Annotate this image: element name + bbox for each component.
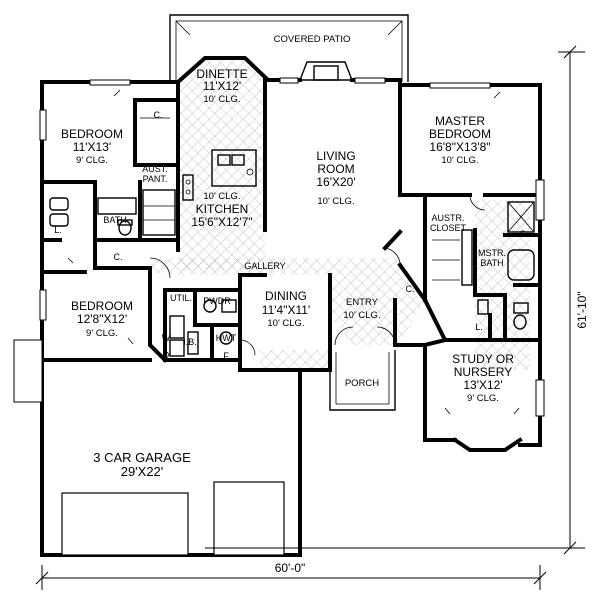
bedroom2-ceiling: 9' CLG. bbox=[86, 328, 118, 339]
covered-patio-label: COVERED PATIO bbox=[274, 34, 351, 45]
study-name1: STUDY OR bbox=[452, 352, 514, 366]
room-labels: COVERED PATIO DINETTE 11'X12' 10' CLG. B… bbox=[54, 34, 589, 575]
kitchen-size: 15'6"X12'7" bbox=[191, 215, 252, 229]
master-name1: MASTER bbox=[435, 114, 485, 128]
garage-size: 29'X22' bbox=[121, 464, 164, 479]
covered-patio-outline bbox=[169, 14, 409, 82]
entry-name: ENTRY bbox=[346, 297, 379, 308]
fixtures bbox=[49, 117, 535, 357]
dinette-size: 11'X12' bbox=[203, 79, 241, 93]
kitchen-ceiling: 10' CLG. bbox=[203, 191, 240, 202]
dining-name: DINING bbox=[265, 289, 307, 303]
master-name2: BEDROOM bbox=[429, 127, 491, 141]
f-label: F bbox=[223, 351, 229, 361]
dimension-lines bbox=[35, 45, 585, 590]
bedroom1-size: 11'X13' bbox=[73, 140, 111, 154]
austr-closet-line2: CLOSET bbox=[430, 223, 467, 233]
depth-dimension: 61'-10" bbox=[575, 291, 589, 328]
gallery-label: GALLERY bbox=[244, 261, 285, 271]
bedroom2-size: 12'8"X12' bbox=[77, 312, 127, 326]
living-name2: ROOM bbox=[317, 162, 354, 176]
closet-l-1: L. bbox=[54, 225, 62, 235]
dinette-name: DINETTE bbox=[196, 67, 247, 81]
closet-c-4: C. bbox=[406, 284, 415, 294]
aust-pant-line1: AUST. bbox=[142, 164, 168, 174]
bedroom1-name: BEDROOM bbox=[61, 127, 123, 141]
bedroom2-name: BEDROOM bbox=[71, 299, 133, 313]
garage-doors bbox=[61, 481, 285, 556]
util-label: UTIL. bbox=[170, 293, 192, 303]
hwt-label: HWT bbox=[216, 333, 237, 343]
s-label: S. bbox=[520, 229, 529, 239]
dining-size: 11'4"X11' bbox=[262, 303, 310, 317]
living-name1: LIVING bbox=[316, 149, 355, 163]
closet-c-2: C. bbox=[114, 252, 123, 262]
width-dimension: 60'-0" bbox=[275, 561, 306, 575]
study-size: 13'X12' bbox=[463, 378, 502, 392]
bedroom1-ceiling: 9' CLG. bbox=[76, 155, 108, 166]
dining-ceiling: 10' CLG. bbox=[267, 318, 304, 329]
austr-closet-line1: AUSTR. bbox=[431, 213, 464, 223]
windows bbox=[13, 77, 545, 417]
master-size: 16'8"X13'8" bbox=[429, 140, 490, 154]
w-label: W bbox=[162, 333, 171, 343]
d-label: D bbox=[163, 350, 170, 360]
porch-label: PORCH bbox=[345, 378, 379, 389]
entry-ceiling: 10' CLG. bbox=[343, 310, 380, 321]
fireplace bbox=[298, 61, 354, 81]
study-name2: NURSERY bbox=[454, 365, 512, 379]
bath-label: BATH bbox=[103, 215, 126, 225]
closet-l-2: L. bbox=[475, 322, 483, 332]
kitchen-name: KITCHEN bbox=[196, 202, 249, 216]
pwdr-label: PWDR bbox=[203, 296, 231, 306]
ib-label: I.B. bbox=[183, 337, 197, 347]
living-size: 16'X20' bbox=[316, 175, 355, 189]
interior-walls bbox=[40, 78, 542, 411]
closet-c-1: C. bbox=[154, 110, 163, 120]
living-ceiling: 10' CLG. bbox=[317, 196, 354, 207]
garage-name: 3 CAR GARAGE bbox=[93, 450, 191, 465]
dinette-ceiling: 10' CLG. bbox=[203, 94, 240, 105]
study-ceiling: 9' CLG. bbox=[467, 393, 499, 404]
ceiling-arrows bbox=[67, 89, 520, 415]
mstr-bath-line2: BATH bbox=[480, 258, 503, 268]
door-swings bbox=[149, 194, 486, 356]
mstr-bath-line1: MSTR. bbox=[478, 248, 506, 258]
master-ceiling: 10' CLG. bbox=[441, 155, 478, 166]
aust-pant-line2: PANT. bbox=[143, 174, 168, 184]
